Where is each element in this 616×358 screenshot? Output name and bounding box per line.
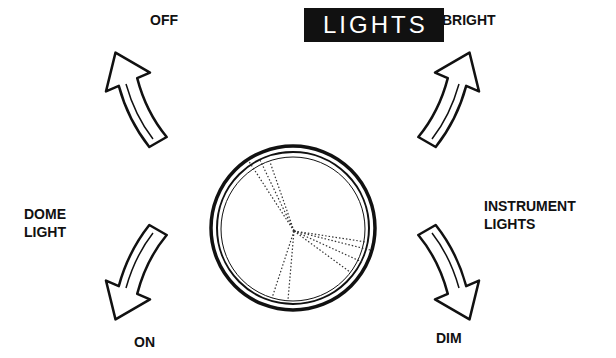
title-band: LIGHTS	[304, 8, 444, 42]
bright-arrow	[418, 53, 479, 147]
position-label: OFF	[150, 12, 210, 30]
dome-on-arrow	[106, 225, 167, 319]
position-label: DIM	[436, 330, 486, 348]
position-label: DOME LIGHT	[24, 206, 88, 241]
position-label: BRIGHT	[442, 12, 532, 30]
rotary-knob	[211, 146, 375, 310]
dome-off-arrow	[106, 53, 167, 147]
position-label: INSTRUMENT LIGHTS	[484, 198, 606, 233]
position-label: ON	[134, 334, 184, 352]
dim-arrow	[418, 225, 479, 319]
